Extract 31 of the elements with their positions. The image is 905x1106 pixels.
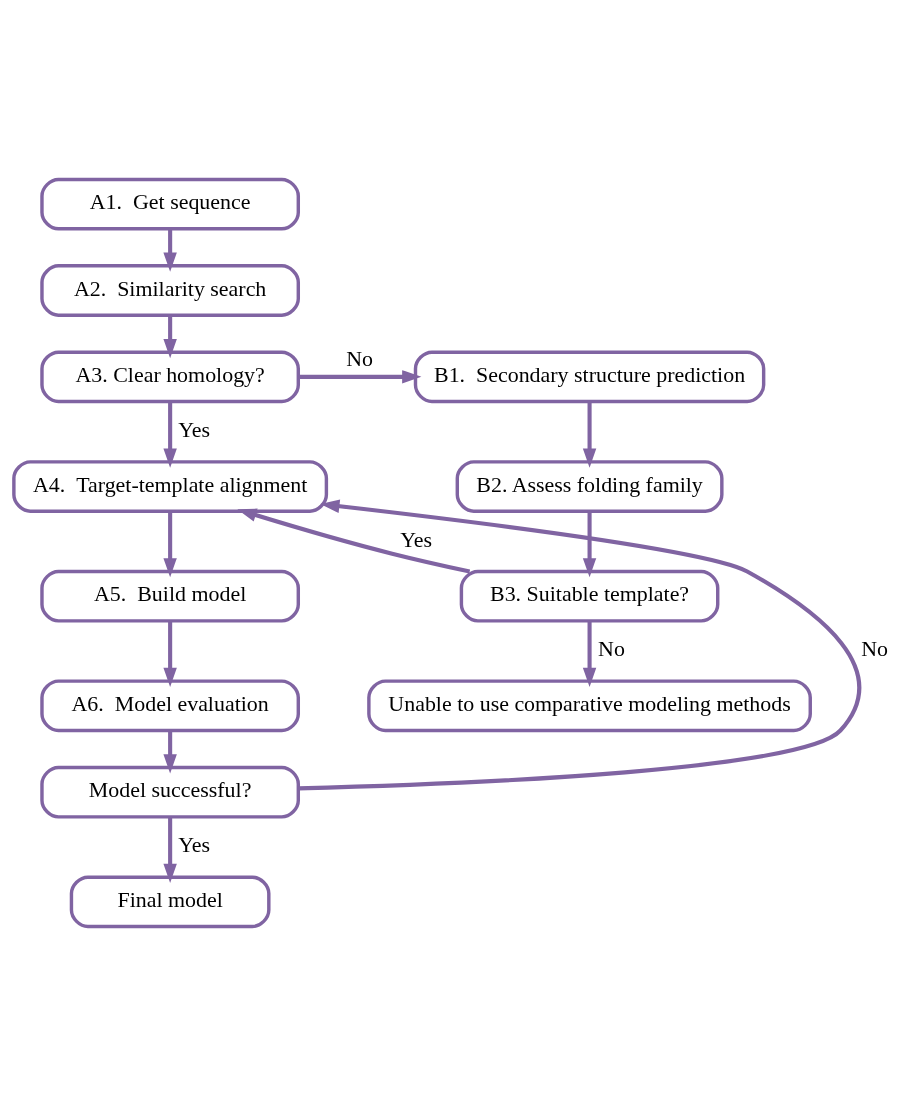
node-box: Unable to use comparative modeling methods xyxy=(367,679,812,733)
edge-label: No xyxy=(861,636,889,662)
arrow xyxy=(298,370,422,384)
node-box: A3. Clear homology? xyxy=(40,350,300,404)
arrow xyxy=(237,508,471,574)
edge-label: Yes xyxy=(178,832,211,858)
arrow xyxy=(298,499,862,791)
edge-label: Yes xyxy=(400,526,433,552)
edge-label: No xyxy=(598,636,625,662)
arrow xyxy=(163,621,177,688)
node-box: A4. Target-template alignment xyxy=(12,460,329,513)
arrow xyxy=(163,730,177,774)
arrow xyxy=(163,401,177,468)
node-box: A2. Similarity search xyxy=(40,264,300,317)
node-box: B1. Secondary structure prediction xyxy=(413,350,766,404)
edge-label: No xyxy=(346,345,374,371)
arrow xyxy=(163,511,177,578)
arrow xyxy=(163,315,177,359)
arrow xyxy=(163,229,177,272)
arrow xyxy=(582,511,597,578)
node-box: A1. Get sequence xyxy=(40,177,300,231)
arrow xyxy=(163,817,177,884)
arrow xyxy=(582,621,597,687)
node-box: A6. Model evaluation xyxy=(40,679,300,733)
node-box: Model successful? xyxy=(40,765,300,819)
edge-label: Yes xyxy=(178,416,211,442)
node-box: A5. Build model xyxy=(40,569,300,623)
node-box: B3. Suitable template? xyxy=(459,569,720,623)
node-box: Final model xyxy=(69,875,271,929)
node-box: B2. Assess folding family xyxy=(455,460,724,513)
arrow xyxy=(582,401,597,468)
